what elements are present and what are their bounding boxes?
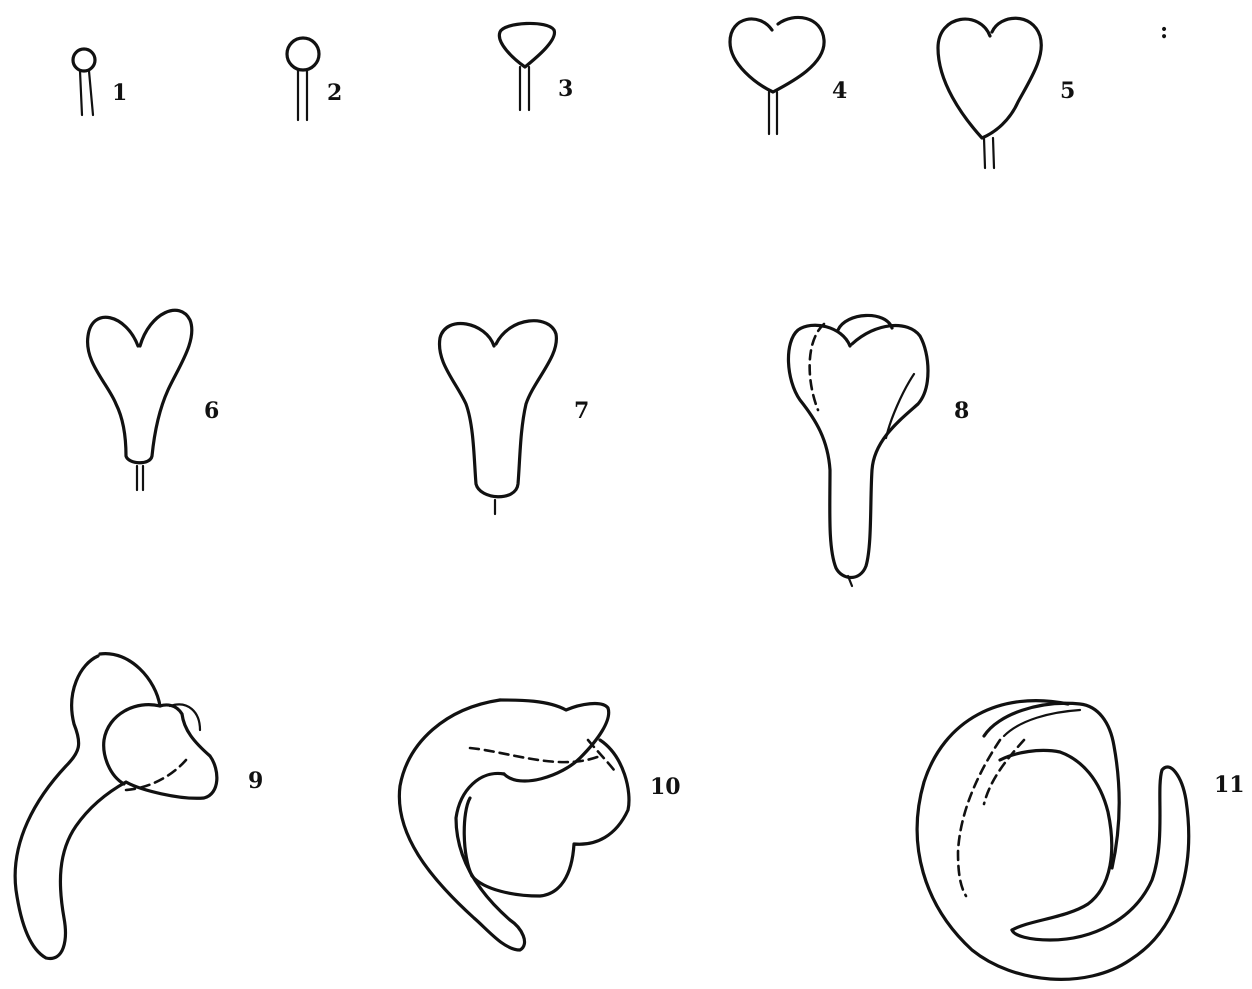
stage-label-2: 2: [327, 80, 342, 106]
embryo-stage-4: [730, 17, 824, 134]
embryo-stage-5: [938, 18, 1041, 168]
corner-mark: :: [1160, 18, 1168, 44]
stage-label-9: 9: [248, 768, 263, 794]
embryo-stage-3: [499, 23, 554, 110]
embryo-stage-2: [287, 38, 319, 120]
stage-label-8: 8: [954, 398, 969, 424]
embryo-stage-9: [15, 654, 217, 959]
embryo-stage-11: [917, 701, 1189, 980]
stage-label-1: 1: [112, 80, 127, 106]
embryo-stage-6: [88, 310, 192, 490]
embryo-stage-10: [399, 700, 629, 950]
stage-label-6: 6: [204, 398, 219, 424]
stage-label-3: 3: [558, 76, 573, 102]
embryo-stage-8: [788, 315, 928, 586]
stage-label-10: 10: [650, 774, 681, 800]
stage-label-11: 11: [1214, 772, 1245, 798]
stage-label-5: 5: [1060, 78, 1075, 104]
embryo-stage-1: [73, 49, 95, 115]
embryo-stage-7: [439, 321, 556, 514]
stage-label-4: 4: [832, 78, 847, 104]
stage-label-7: 7: [574, 398, 589, 424]
